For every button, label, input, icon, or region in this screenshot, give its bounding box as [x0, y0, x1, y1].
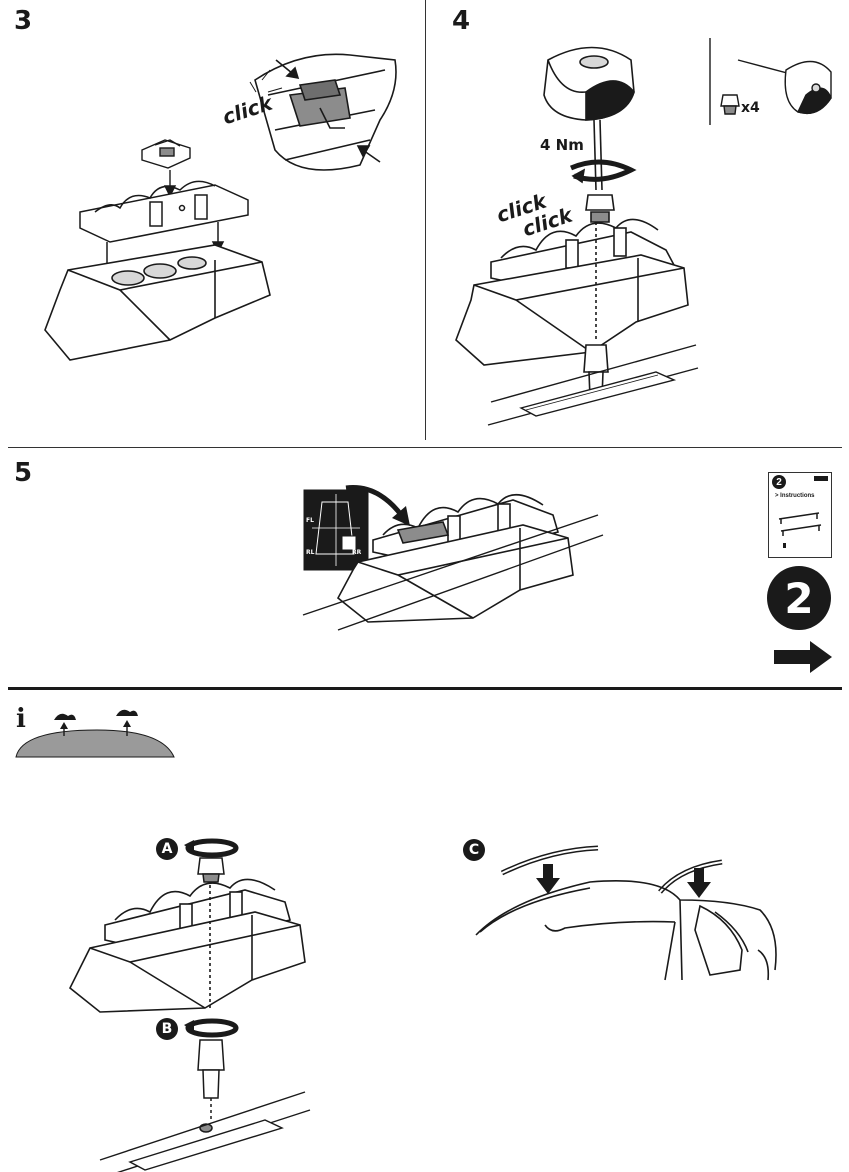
foot-assembly-info	[68, 878, 306, 1013]
booklet-title: > Instructions	[775, 493, 815, 499]
roof-rail-info	[99, 1091, 311, 1172]
quantity-label: x4	[741, 100, 760, 116]
step-3-inset	[254, 53, 397, 171]
sticker-tag-rr: RR	[352, 549, 362, 556]
next-step-badge: 2	[767, 566, 831, 630]
info-icon: i	[16, 704, 26, 734]
horizontal-divider	[8, 447, 842, 448]
position-sticker	[303, 489, 369, 571]
vertical-divider	[425, 0, 426, 440]
step-4-illustration	[455, 38, 832, 426]
section-divider	[8, 687, 842, 690]
click-burst-3	[249, 69, 283, 93]
booklet-roofbars-icon	[778, 512, 822, 548]
torque-label: 4 Nm	[540, 136, 584, 154]
brand-logo-icon	[814, 476, 828, 481]
callout-a: A	[156, 838, 178, 860]
foot-assembly-4	[455, 218, 689, 399]
car-roof-illustration	[475, 845, 777, 981]
roof-drain-illustration	[15, 709, 175, 758]
info-assembly-illustration	[68, 838, 311, 1172]
step-3-illustration	[44, 53, 397, 361]
foot-assembly-5	[336, 493, 574, 623]
sticker-tag-fl: FL	[306, 517, 314, 524]
roof-rail-5	[302, 514, 604, 631]
booklet-step-badge: 2	[772, 475, 786, 489]
rotate-icon-a	[185, 838, 239, 858]
rotate-icon-b	[185, 1018, 239, 1038]
step-4-number: 4	[452, 6, 471, 36]
step-3-number: 3	[14, 6, 33, 36]
sticker-tag-rl: RL	[306, 549, 315, 556]
step-4-inset	[709, 38, 832, 125]
roof-rail-4	[487, 344, 699, 426]
step-5-number: 5	[14, 458, 33, 488]
foot-pad	[44, 244, 271, 361]
callout-b: B	[156, 1018, 178, 1040]
torque-key	[543, 46, 637, 223]
callout-c: C	[463, 839, 485, 861]
step-5-illustration	[302, 485, 604, 631]
arrow-right-icon	[774, 641, 832, 673]
bracket-tray	[79, 180, 249, 284]
instructions-booklet-thumbnail: 2 > Instructions	[768, 472, 832, 558]
